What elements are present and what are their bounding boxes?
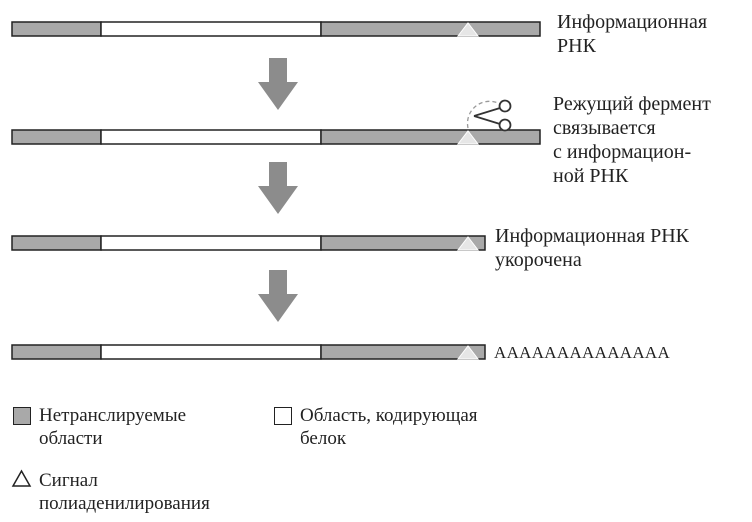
utr-segment: [11, 344, 102, 360]
legend-utr-line2: области: [39, 428, 103, 449]
legend-signal-icon: [11, 469, 32, 487]
mrna-strand-2: [11, 129, 541, 145]
step2-label-line2: связывается: [553, 117, 656, 139]
legend-utr-swatch: [13, 407, 31, 425]
step1-label-line1: Информационная: [557, 11, 708, 33]
legend-coding-line2: белок: [300, 428, 347, 449]
step3-label: Информационная РНК укорочена: [495, 224, 689, 272]
coding-segment: [100, 129, 322, 145]
step1-label-line2: РНК: [557, 35, 596, 57]
scissors-icon: [466, 99, 512, 132]
utr-segment: [320, 21, 541, 37]
utr-segment: [11, 235, 102, 251]
legend-coding-line1: Область, кодирующая: [300, 405, 478, 426]
legend-signal-line2: полиаденилирования: [39, 493, 210, 514]
utr-segment: [11, 21, 102, 37]
triangle-icon: [456, 130, 480, 145]
coding-segment: [100, 235, 322, 251]
triangle-icon: [456, 236, 480, 251]
mrna-strands: [11, 21, 541, 360]
poly-a-tail: AAAAAAAAAAAAAA: [494, 343, 671, 362]
down-arrow-icon: [258, 270, 298, 322]
step1-label: Информационная РНК: [557, 10, 707, 58]
legend-utr-line1: Нетранслируемые: [39, 405, 187, 426]
triangle-icon: [456, 345, 480, 360]
legend-signal-line1: Сигнал: [39, 470, 98, 491]
mrna-strand-1: [11, 21, 541, 37]
coding-segment: [100, 344, 322, 360]
down-arrow-icon: [258, 58, 298, 110]
process-arrows: [258, 58, 298, 322]
mrna-strand-4: [11, 344, 486, 360]
step3-label-line1: Информационная РНК: [495, 225, 689, 247]
coding-segment: [100, 21, 322, 37]
utr-segment: [11, 129, 102, 145]
step2-label-line4: ной РНК: [553, 165, 629, 187]
step2-label-line3: с информацион-: [553, 141, 692, 163]
triangle-icon: [456, 22, 480, 37]
mrna-strand-3: [11, 235, 486, 251]
step2-label-line1: Режущий фермент: [553, 93, 711, 115]
legend-coding-swatch: [274, 407, 292, 425]
utr-segment: [320, 344, 486, 360]
utr-segment: [320, 235, 486, 251]
step3-label-line2: укорочена: [495, 249, 582, 271]
step2-label: Режущий фермент связывается с информацио…: [553, 92, 711, 188]
down-arrow-icon: [258, 162, 298, 214]
utr-segment: [320, 129, 541, 145]
